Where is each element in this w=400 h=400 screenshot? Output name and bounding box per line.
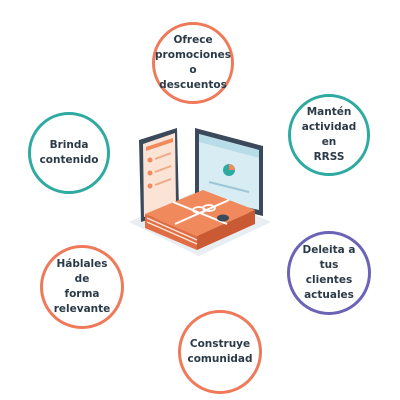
bubble-contenido: Brinda contenido	[28, 112, 110, 194]
bubble-label: Ofrece promociones o descuentos	[155, 34, 231, 91]
bubble-label: Mantén actividad en RRSS	[301, 106, 357, 163]
bubble-label: Construye comunidad	[187, 338, 253, 365]
laptop-book-checklist-icon	[129, 128, 271, 256]
bubble-comunidad: Construye comunidad	[178, 310, 262, 394]
bubble-rrss: Mantén actividad en RRSS	[288, 94, 370, 176]
bubble-label: Háblales de forma relevante	[53, 258, 111, 315]
bubble-promociones: Ofrece promociones o descuentos	[152, 22, 234, 104]
bubble-label: Brinda contenido	[39, 139, 99, 166]
bubble-clientes: Deleita a tus clientes actuales	[287, 231, 371, 315]
bubble-relevante: Háblales de forma relevante	[40, 245, 124, 329]
bubble-label: Deleita a tus clientes actuales	[302, 244, 356, 301]
